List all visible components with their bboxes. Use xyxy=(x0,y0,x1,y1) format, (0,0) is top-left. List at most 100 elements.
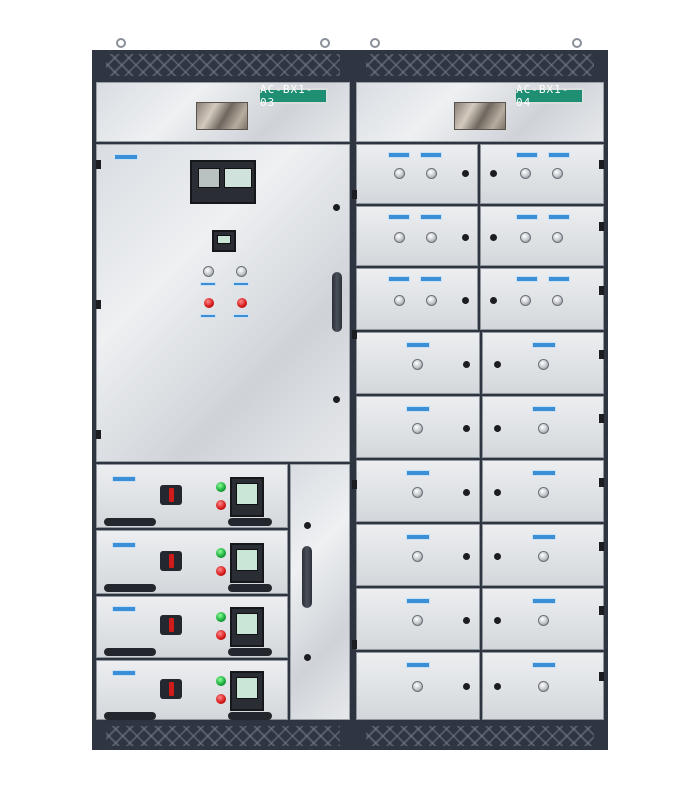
door-lock-icon xyxy=(304,522,311,529)
module-label-tag xyxy=(406,598,430,604)
selector-knob-icon[interactable] xyxy=(538,359,549,370)
module-lock-icon xyxy=(494,361,501,368)
module-label-tag xyxy=(388,214,410,220)
knob-label-tag xyxy=(233,282,249,286)
door-meter xyxy=(212,230,236,252)
knob-label-tag xyxy=(200,282,216,286)
side-latch-icon xyxy=(599,350,604,359)
feeder-module-r3-left[interactable] xyxy=(356,268,478,330)
red-indicator-lamp-icon xyxy=(204,298,214,308)
selector-knob-icon[interactable] xyxy=(412,681,423,692)
module-label-tag xyxy=(516,276,538,282)
drawer-pull-handle[interactable] xyxy=(104,712,156,720)
compartment-handle[interactable] xyxy=(302,546,312,608)
power-meter xyxy=(230,477,264,517)
selector-knob-icon[interactable] xyxy=(426,295,437,306)
power-meter xyxy=(230,607,264,647)
side-latch-icon xyxy=(599,414,604,423)
base-plinth-right xyxy=(352,722,608,750)
door-lock-icon xyxy=(333,396,340,403)
selector-knob-icon[interactable] xyxy=(552,295,563,306)
rotary-switch-icon[interactable] xyxy=(160,679,182,699)
selector-knob-icon[interactable] xyxy=(538,423,549,434)
feeder-module-r1-right[interactable] xyxy=(480,144,604,204)
side-latch-icon xyxy=(352,190,357,199)
selector-knob-icon[interactable] xyxy=(552,168,563,179)
module-label-tag xyxy=(406,662,430,668)
selector-knob-icon[interactable] xyxy=(394,295,405,306)
selector-knob-icon[interactable] xyxy=(412,487,423,498)
module-label-tag xyxy=(532,470,556,476)
green-indicator-lamp-icon xyxy=(216,612,226,622)
maker-plate-left xyxy=(196,102,248,130)
side-latch-icon xyxy=(96,160,101,169)
door-handle[interactable] xyxy=(332,272,342,332)
selector-knob-icon[interactable] xyxy=(412,423,423,434)
selector-knob-icon[interactable] xyxy=(538,615,549,626)
selector-knob-icon[interactable] xyxy=(412,551,423,562)
lifting-lug-icon xyxy=(320,38,330,48)
module-lock-icon xyxy=(462,297,469,304)
red-indicator-lamp-icon xyxy=(216,566,226,576)
red-indicator-lamp-icon xyxy=(216,500,226,510)
rotary-switch-icon[interactable] xyxy=(160,485,182,505)
module-lock-icon xyxy=(463,361,470,368)
feeder-module-r1-left[interactable] xyxy=(356,144,478,204)
power-meter xyxy=(230,671,264,711)
maker-plate-right xyxy=(454,102,506,130)
selector-knob-icon[interactable] xyxy=(203,266,214,277)
drawer-pull-handle[interactable] xyxy=(104,518,156,526)
drawer-pull-handle[interactable] xyxy=(104,648,156,656)
module-lock-icon xyxy=(463,683,470,690)
module-lock-icon xyxy=(490,170,497,177)
module-label-tag xyxy=(420,276,442,282)
selector-knob-icon[interactable] xyxy=(236,266,247,277)
module-label-tag xyxy=(548,214,570,220)
selector-knob-icon[interactable] xyxy=(552,232,563,243)
selector-knob-icon[interactable] xyxy=(538,681,549,692)
selector-knob-icon[interactable] xyxy=(426,168,437,179)
module-label-tag xyxy=(532,406,556,412)
module-lock-icon xyxy=(463,489,470,496)
selector-knob-icon[interactable] xyxy=(520,232,531,243)
selector-knob-icon[interactable] xyxy=(412,615,423,626)
side-latch-icon xyxy=(96,300,101,309)
module-lock-icon xyxy=(490,234,497,241)
side-latch-icon xyxy=(352,480,357,489)
selector-knob-icon[interactable] xyxy=(394,232,405,243)
feeder-module-r2-right[interactable] xyxy=(480,206,604,266)
selector-knob-icon[interactable] xyxy=(426,232,437,243)
module-label-tag xyxy=(532,342,556,348)
side-latch-icon xyxy=(599,222,604,231)
module-lock-icon xyxy=(494,553,501,560)
drawer-pull-handle[interactable] xyxy=(228,584,272,592)
selector-knob-icon[interactable] xyxy=(412,359,423,370)
selector-knob-icon[interactable] xyxy=(538,551,549,562)
lifting-lug-icon xyxy=(572,38,582,48)
rotary-switch-icon[interactable] xyxy=(160,615,182,635)
side-latch-icon xyxy=(599,672,604,681)
module-label-tag xyxy=(406,342,430,348)
feeder-module-r2-left[interactable] xyxy=(356,206,478,266)
module-lock-icon xyxy=(462,170,469,177)
lamp-label-tag xyxy=(200,314,216,318)
green-indicator-lamp-icon xyxy=(216,548,226,558)
red-indicator-lamp-icon xyxy=(237,298,247,308)
module-lock-icon xyxy=(463,425,470,432)
drawer-pull-handle[interactable] xyxy=(228,518,272,526)
drawer-pull-handle[interactable] xyxy=(104,584,156,592)
drawer-pull-handle[interactable] xyxy=(228,648,272,656)
module-label-tag xyxy=(406,406,430,412)
rotary-switch-icon[interactable] xyxy=(160,551,182,571)
selector-knob-icon[interactable] xyxy=(520,295,531,306)
selector-knob-icon[interactable] xyxy=(520,168,531,179)
feeder-module-r3-right[interactable] xyxy=(480,268,604,330)
selector-knob-icon[interactable] xyxy=(394,168,405,179)
lifting-lug-icon xyxy=(116,38,126,48)
selector-knob-icon[interactable] xyxy=(538,487,549,498)
module-label-tag xyxy=(388,276,410,282)
drawer-pull-handle[interactable] xyxy=(228,712,272,720)
cable-compartment-door[interactable] xyxy=(290,464,350,720)
module-label-tag xyxy=(420,152,442,158)
module-lock-icon xyxy=(494,425,501,432)
